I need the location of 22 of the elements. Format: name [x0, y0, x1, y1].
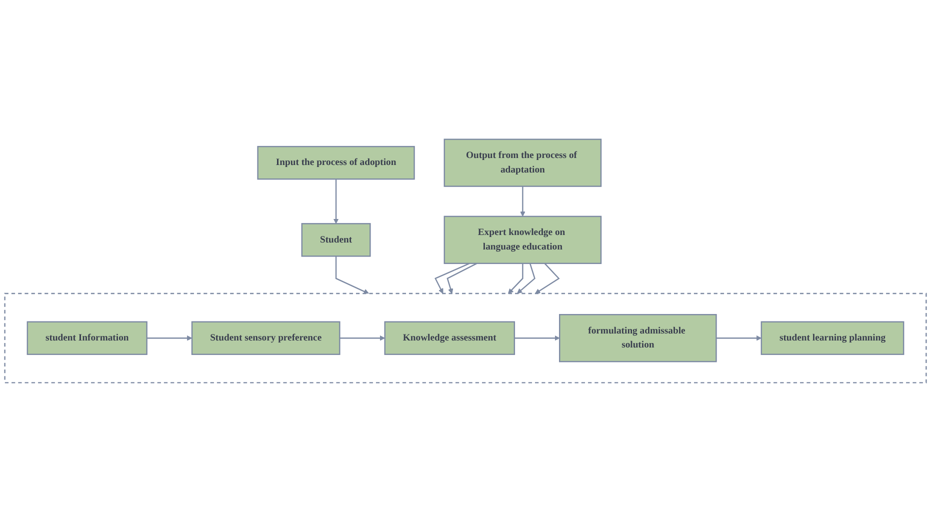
node-box: Output from the process of adaptation: [444, 138, 602, 187]
cluster: [4, 292, 927, 384]
arrow: [508, 263, 524, 294]
node-box: student learning planning: [760, 321, 904, 355]
node-box: Knowledge assessment: [384, 321, 516, 355]
node-box: Student: [301, 223, 371, 257]
arrow: [146, 335, 192, 341]
node-box: student Information: [26, 321, 148, 355]
arrow: [333, 179, 339, 224]
arrow: [434, 262, 470, 294]
arrow: [340, 335, 386, 341]
arrow: [335, 256, 369, 294]
node-box: Expert knowledge on language education: [444, 216, 602, 264]
node-box: formulating admissable solution: [559, 314, 717, 362]
arrow: [446, 262, 478, 294]
arrow: [535, 263, 560, 294]
node-box: Input the process of adoption: [257, 146, 415, 180]
arrow: [520, 186, 526, 217]
arrow: [716, 335, 762, 341]
arrow: [517, 263, 536, 294]
arrow: [514, 335, 560, 341]
node-box: Student sensory preference: [191, 321, 340, 355]
